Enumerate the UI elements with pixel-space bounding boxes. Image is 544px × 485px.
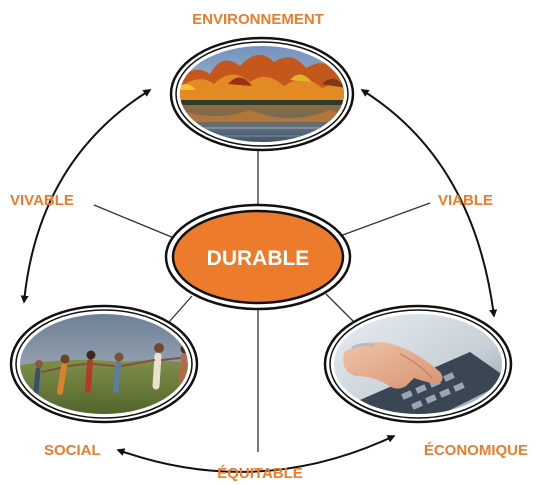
arrow-vivable <box>20 89 152 304</box>
connector-line-viable <box>339 202 431 237</box>
label-economique: ÉCONOMIQUE <box>424 442 528 459</box>
center-label: DURABLE <box>207 247 310 270</box>
label-viable: VIABLE <box>438 192 493 209</box>
center-node: DURABLE <box>164 203 352 311</box>
arrow-viable <box>360 89 498 318</box>
node-environnement <box>169 36 355 152</box>
arrow-equitable <box>116 435 396 473</box>
connector-line-economique <box>325 293 359 327</box>
label-vivable: VIVABLE <box>10 192 74 209</box>
people-holding-hands-photo <box>20 314 188 414</box>
label-social: SOCIAL <box>44 442 101 459</box>
node-economique <box>323 304 513 424</box>
label-equitable: ÉQUITABLE <box>217 465 303 482</box>
node-social <box>9 304 199 424</box>
calculator-hand-photo <box>334 314 502 414</box>
connector-line-vivable <box>93 204 175 239</box>
cycle-arrows <box>20 89 498 473</box>
label-environnement: ENVIRONNEMENT <box>192 11 324 28</box>
